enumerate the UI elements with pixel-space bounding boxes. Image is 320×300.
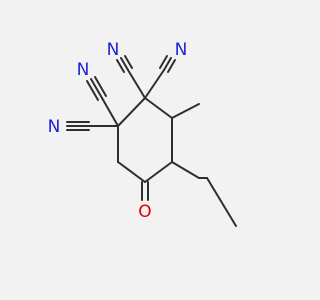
bond-c1-cn-up — [101, 97, 119, 127]
triple-c1up-b — [94, 76, 107, 97]
bond-methyl — [171, 103, 200, 119]
nitrile-groups — [66, 55, 176, 131]
bond-c5-c6 — [117, 161, 146, 183]
atom-labels: N N N N O — [48, 40, 188, 222]
bond-propyl-1 — [171, 161, 200, 179]
nitrogen-label: N — [175, 40, 188, 60]
triple-c2right-a — [163, 57, 172, 71]
triple-c2left-b — [124, 55, 133, 69]
triple-c1up-a — [90, 78, 103, 99]
bond-c2-c3 — [144, 97, 173, 119]
triple-c2right-b — [159, 55, 168, 69]
bond-c4-c5 — [144, 161, 173, 183]
bond-propyl-3 — [206, 177, 237, 227]
triple-c2right-c — [167, 59, 176, 73]
bond-c2-cn-right — [144, 69, 165, 99]
bond-c2-cn-left — [127, 69, 146, 99]
bond-c1-c2 — [117, 97, 146, 127]
molecule-diagram: N N N N O — [47, 40, 237, 227]
nitrogen-label: N — [107, 40, 120, 60]
triple-c1up-c — [86, 80, 99, 101]
carbon-skeleton — [88, 69, 237, 227]
nitrogen-label: N — [48, 117, 61, 137]
triple-c2left-c — [116, 59, 125, 73]
oxygen-label: O — [138, 202, 151, 222]
nitrogen-label: N — [77, 60, 90, 80]
triple-c2left-a — [120, 57, 129, 71]
